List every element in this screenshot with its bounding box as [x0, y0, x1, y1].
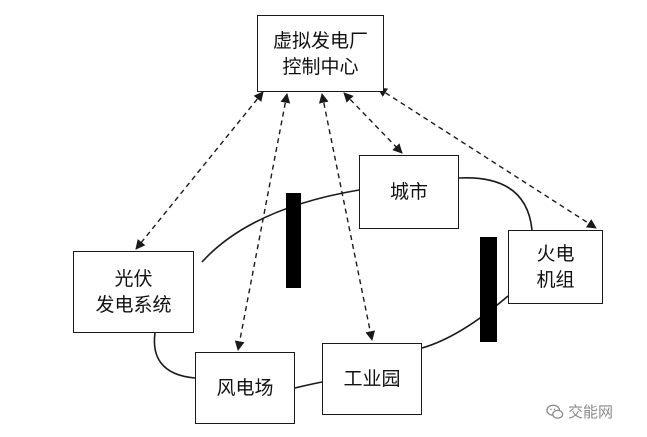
park-label: 工业园: [343, 368, 401, 390]
dashed-link-park: [318, 93, 376, 341]
thermal-unit-node: 火电 机组: [508, 230, 603, 304]
dashed-link-thermal: [377, 87, 597, 229]
barrier-left: [286, 193, 301, 288]
vpp-label-line1: 虚拟发电厂: [272, 29, 368, 52]
wind-label: 风电场: [216, 377, 274, 399]
thermal-label-line2: 机组: [536, 269, 575, 291]
vpp-label-line2: 控制中心: [282, 55, 359, 78]
ring-line-city-thermal: [458, 177, 533, 231]
wechat-icon: [546, 404, 564, 419]
city-label: 城市: [389, 181, 428, 203]
watermark: 交能网: [546, 401, 613, 422]
wind-farm-node: 风电场: [195, 352, 295, 424]
thermal-label-line1: 火电: [536, 243, 575, 265]
barrier-right: [480, 237, 497, 342]
ring-line-park-wind: [294, 381, 323, 389]
pv-label-line2: 发电系统: [95, 294, 172, 316]
ring-line-pv-city: [201, 189, 360, 263]
watermark-text: 交能网: [568, 403, 614, 421]
dashed-link-city: [343, 92, 403, 154]
ring-line-wind-pv: [153, 332, 196, 379]
pv-system-node: 光伏 发电系统: [73, 251, 194, 333]
pv-label-line1: 光伏: [114, 268, 153, 290]
ring-line-thermal-park: [421, 295, 509, 349]
dashed-link-wind: [234, 93, 291, 351]
dashed-link-pv: [135, 91, 264, 250]
city-node: 城市: [359, 155, 459, 229]
vpp-control-center-node: 虚拟发电厂 控制中心: [257, 15, 384, 92]
industrial-park-node: 工业园: [322, 343, 422, 415]
